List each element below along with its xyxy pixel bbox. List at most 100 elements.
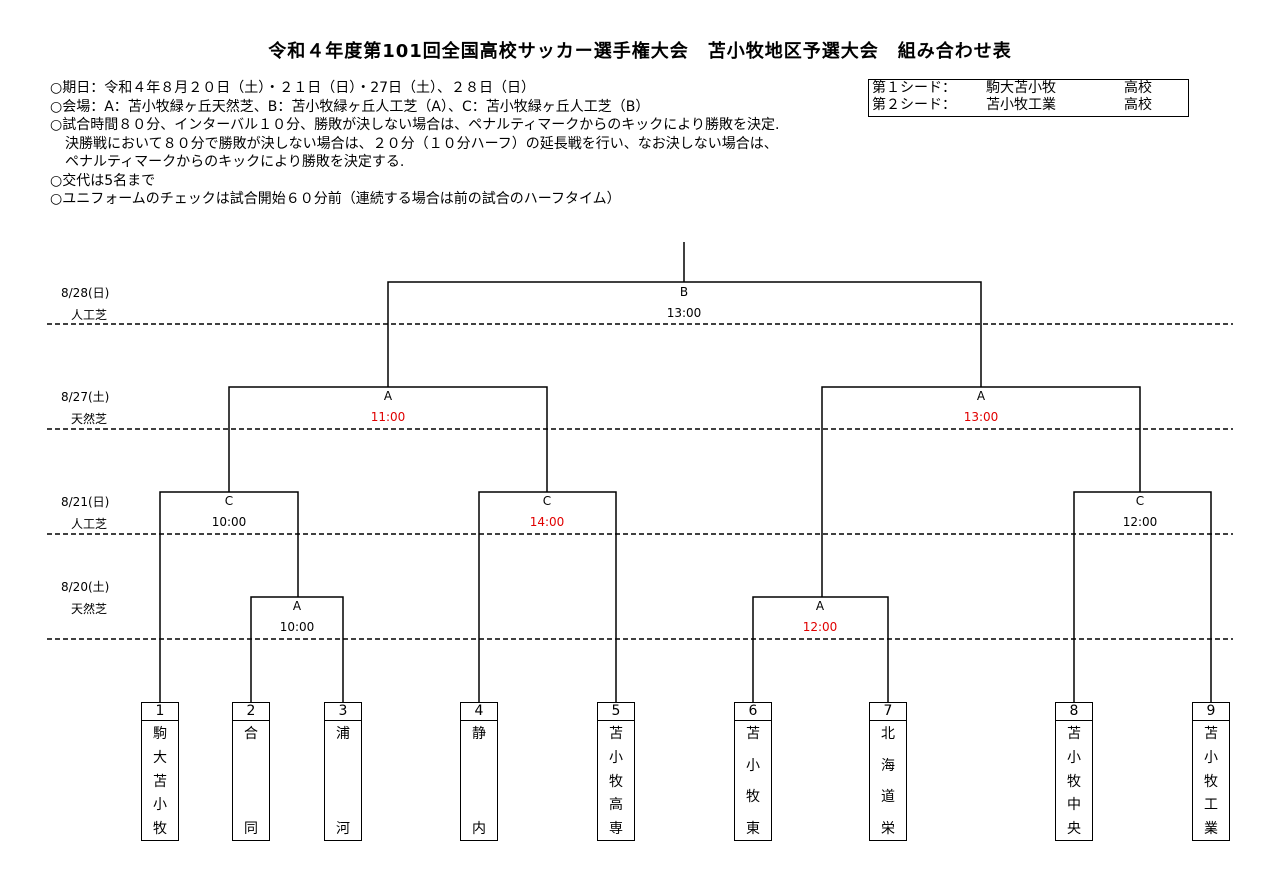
team-name-char: 苫: [1204, 726, 1218, 742]
info-line-final-extra-time: 決勝戦において８０分で勝敗が決しない場合は、２０分（１０分ハーフ）の延長戦を行い…: [65, 135, 778, 152]
team-name-char: 牧: [153, 821, 167, 837]
team-name: 苫小牧工業: [1193, 722, 1229, 840]
match-field: C: [1135, 494, 1145, 508]
day-label-first-round: 8/20(土) 天然芝: [61, 576, 109, 620]
match-time: 12:00: [802, 620, 838, 634]
match-label-r1-1: A 10:00: [257, 596, 337, 638]
match-field: A: [292, 599, 302, 613]
match-field: B: [679, 285, 689, 299]
team-name-char: 小: [153, 797, 167, 814]
team-number: 5: [598, 703, 634, 721]
bracket-qf-1: [159, 491, 299, 702]
team-name-char: 栄: [881, 820, 895, 837]
seed-label: 第２シード：: [872, 97, 956, 113]
match-label-semi-right: A 13:00: [941, 386, 1021, 428]
team-name-char: 同: [244, 821, 258, 837]
team-name-char: 静: [472, 726, 486, 742]
team-number: 4: [461, 703, 497, 721]
day-label-quarterfinal: 8/21(日) 人工芝: [61, 491, 109, 535]
match-time: 14:00: [529, 515, 565, 529]
day-label-final: 8/28(日) 人工芝: [61, 282, 109, 326]
day-date: 8/27(土): [61, 390, 110, 404]
team-name-char: 工: [1204, 797, 1218, 814]
team-name: 北海道栄: [870, 722, 906, 840]
team-box: 3 浦河: [324, 702, 362, 841]
team-name-char: 苫: [153, 773, 167, 790]
team-number: 7: [870, 703, 906, 721]
match-label-r1-2: A 12:00: [780, 596, 860, 638]
team-name-char: 内: [472, 821, 486, 837]
team-name-char: 高: [609, 797, 623, 814]
team-name-char: 苫: [1067, 726, 1081, 742]
match-label-qf-3: C 12:00: [1100, 491, 1180, 533]
team-name: 苫小牧高専: [598, 722, 634, 840]
team-name: 苫小牧中央: [1056, 722, 1092, 840]
tournament-info: ○期日：令和４年８月２０日（土）・２１日（日）・27日（土）、２８日（日） ○会…: [50, 79, 779, 209]
team-name-char: 苫: [746, 726, 760, 742]
bracket-semi-left: [228, 386, 548, 492]
team-name-char: 北: [881, 726, 895, 742]
day-venue: 人工芝: [71, 517, 108, 531]
team-number: 3: [325, 703, 361, 721]
team-name-char: 小: [746, 757, 760, 774]
match-time: 13:00: [666, 306, 702, 320]
team-name-char: 河: [336, 821, 350, 837]
team-name-char: 合: [244, 726, 258, 742]
bracket-semi-right: [821, 386, 1141, 597]
team-box: 5 苫小牧高専: [597, 702, 635, 841]
match-time: 11:00: [370, 410, 406, 424]
match-field: A: [815, 599, 825, 613]
day-venue: 天然芝: [71, 412, 108, 426]
match-time: 13:00: [963, 410, 999, 424]
team-number: 9: [1193, 703, 1229, 721]
team-name-char: 東: [746, 820, 760, 837]
info-line-dates: ○期日：令和４年８月２０日（土）・２１日（日）・27日（土）、２８日（日）: [50, 80, 536, 96]
match-field: C: [542, 494, 552, 508]
team-name: 静内: [461, 722, 497, 840]
day-date: 8/28(日): [61, 286, 110, 300]
team-name-char: 道: [881, 789, 895, 806]
seed-row-1: 第１シード： 駒大苫小牧 高校: [872, 80, 1188, 97]
team-number: 2: [233, 703, 269, 721]
team-name-char: 央: [1067, 821, 1081, 837]
page-title: 令和４年度第101回全国高校サッカー選手権大会 苫小牧地区予選大会 組み合わせ表: [268, 41, 1012, 62]
team-box: 9 苫小牧工業: [1192, 702, 1230, 841]
team-name: 浦河: [325, 722, 361, 840]
team-box: 1 駒大苫小牧: [141, 702, 179, 841]
team-name-char: 牧: [746, 789, 760, 806]
match-field: A: [976, 389, 986, 403]
team-name: 苫小牧東: [735, 722, 771, 840]
info-line-venues: ○会場：A：苫小牧緑ヶ丘天然芝、B：苫小牧緑ヶ丘人工芝（A）、C：苫小牧緑ヶ丘人…: [50, 98, 650, 115]
team-name-char: 専: [609, 821, 623, 837]
bracket-final: [387, 281, 982, 387]
team-name-char: 小: [1204, 749, 1218, 766]
match-field: A: [383, 389, 393, 403]
seed-team-suffix: 高校: [1124, 97, 1152, 113]
team-box: 8 苫小牧中央: [1055, 702, 1093, 841]
day-date: 8/21(日): [61, 495, 110, 509]
bracket-qf-3: [1073, 491, 1212, 702]
team-box: 2 合同: [232, 702, 270, 841]
day-venue: 天然芝: [71, 602, 108, 616]
team-box: 7 北海道栄: [869, 702, 907, 841]
match-time: 10:00: [279, 620, 315, 634]
info-line-substitutions: ○交代は5名まで: [50, 172, 156, 189]
team-number: 1: [142, 703, 178, 721]
info-line-match-time: ○試合時間８０分、インターバル１０分、勝敗が決しない場合は、ペナルティマークから…: [50, 117, 780, 133]
team-name: 合同: [233, 722, 269, 840]
team-name-char: 駒: [153, 726, 167, 742]
bracket-qf-2: [478, 491, 617, 702]
team-box: 6 苫小牧東: [734, 702, 772, 841]
bracket-r1-1: [250, 596, 344, 702]
team-name-char: 中: [1067, 797, 1081, 814]
seed-box: 第１シード： 駒大苫小牧 高校 第２シード： 苫小牧工業 高校: [868, 79, 1189, 117]
match-field: C: [224, 494, 234, 508]
team-number: 6: [735, 703, 771, 721]
team-name-char: 牧: [1067, 773, 1081, 790]
team-name-char: 海: [881, 757, 895, 774]
seed-team-name: 苫小牧工業: [986, 97, 1056, 113]
day-label-semifinal: 8/27(土) 天然芝: [61, 386, 109, 430]
seed-row-2: 第２シード： 苫小牧工業 高校: [872, 97, 1188, 114]
seed-team-name: 駒大苫小牧: [986, 80, 1056, 96]
